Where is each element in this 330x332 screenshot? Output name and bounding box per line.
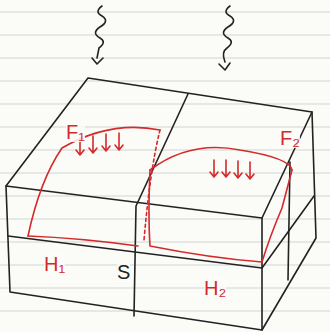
- surface-label: H₂: [204, 278, 226, 298]
- surface-label: S: [117, 262, 130, 282]
- surface-label: F₁: [66, 122, 85, 142]
- surface-label: H₁: [44, 254, 65, 274]
- surface-label: F₂: [280, 128, 300, 148]
